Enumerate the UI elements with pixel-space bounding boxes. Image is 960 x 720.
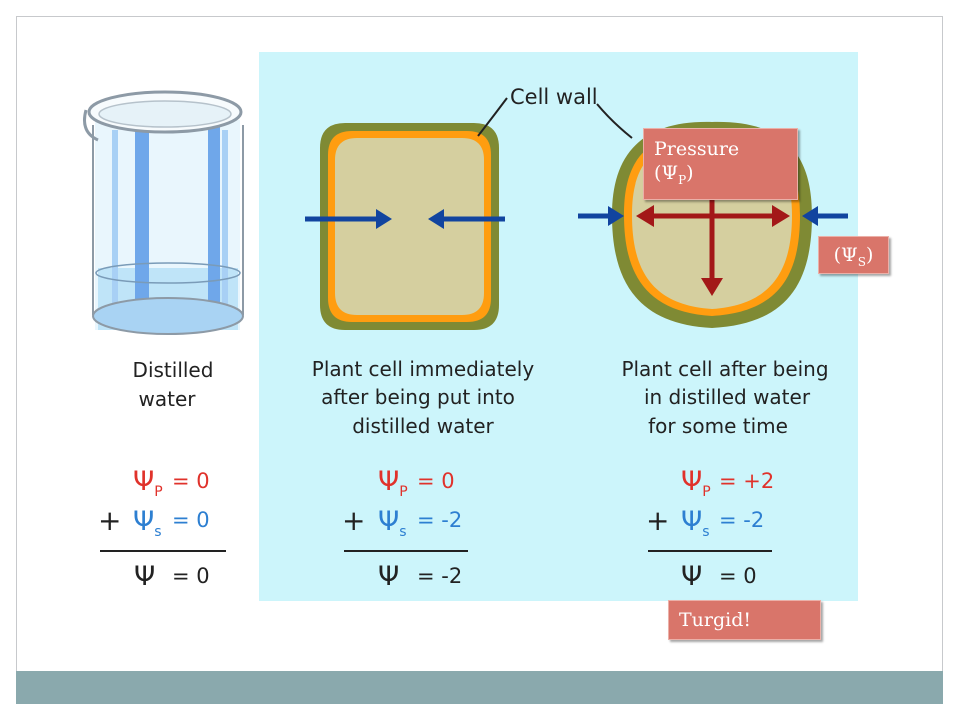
psi-p-value-3: = +2 — [719, 469, 774, 493]
svg-text:ΨP: ΨP — [681, 466, 711, 500]
plus-sign-2: + — [342, 504, 365, 537]
turgid-callout: Turgid! — [668, 600, 821, 640]
cell2-caption-line-2: in distilled water — [644, 385, 811, 409]
solute-potential-callout: (ΨS) — [818, 236, 889, 274]
psi-s-value-1: = 0 — [172, 508, 210, 532]
subscript-p: P — [154, 484, 162, 500]
beaker-caption-line-2: water — [139, 387, 197, 411]
plant-cell-initial — [305, 123, 505, 330]
svg-text:Ψs: Ψs — [681, 506, 710, 540]
pressure-callout-line-1: Pressure — [654, 138, 740, 160]
svg-text:Ψs: Ψs — [378, 506, 407, 540]
turgid-label: Turgid! — [679, 609, 752, 631]
plus-sign-1: + — [98, 504, 121, 537]
psi-symbol: Ψ — [133, 466, 154, 497]
beaker-icon — [83, 90, 244, 335]
psi-total-value-3: = 0 — [719, 564, 757, 588]
cell-wall-label: Cell wall — [510, 85, 598, 109]
cell-wall-pointer-1 — [477, 97, 508, 137]
psi-s-value-3: = -2 — [719, 508, 764, 532]
footer-bar — [16, 671, 943, 704]
cytoplasm-1 — [335, 138, 484, 315]
equation-block-1: ΨP = 0 + Ψs = 0 Ψ = 0 — [98, 466, 226, 592]
plus-sign-3: + — [646, 504, 669, 537]
psi-total-value-1: = 0 — [172, 564, 210, 588]
psi-p-value-2: = 0 — [417, 469, 455, 493]
cell-wall-pointer-2 — [596, 103, 633, 139]
psi-p-value-1: = 0 — [172, 469, 210, 493]
psi-total-value-2: = -2 — [417, 564, 462, 588]
svg-text:ΨP: ΨP — [378, 466, 408, 500]
beaker-caption-line-1: Distilled — [133, 358, 214, 382]
psi-total-symbol-3: Ψ — [681, 561, 702, 592]
cell1-caption-line-3: distilled water — [352, 414, 494, 438]
svg-text:Ψs: Ψs — [133, 506, 162, 540]
pressure-potential-callout: Pressure (ΨP) — [643, 128, 798, 200]
pressure-callout-line-2: (ΨP) — [654, 162, 694, 187]
equation-block-2: ΨP = 0 + Ψs = -2 Ψ = -2 — [342, 466, 468, 592]
svg-text:ΨP: ΨP — [133, 466, 163, 500]
equation-block-3: ΨP = +2 + Ψs = -2 Ψ = 0 — [646, 466, 774, 592]
cell2-caption-line-1: Plant cell after being — [621, 357, 828, 381]
psi-total-symbol-2: Ψ — [378, 561, 399, 592]
subscript-s: s — [154, 524, 161, 540]
cell1-caption-line-1: Plant cell immediately — [312, 357, 535, 381]
cell2-caption-line-3: for some time — [648, 414, 788, 438]
psi-s-value-2: = -2 — [417, 508, 462, 532]
cell1-caption-line-2: after being put into — [321, 385, 515, 409]
psi-total-symbol-1: Ψ — [134, 561, 155, 592]
